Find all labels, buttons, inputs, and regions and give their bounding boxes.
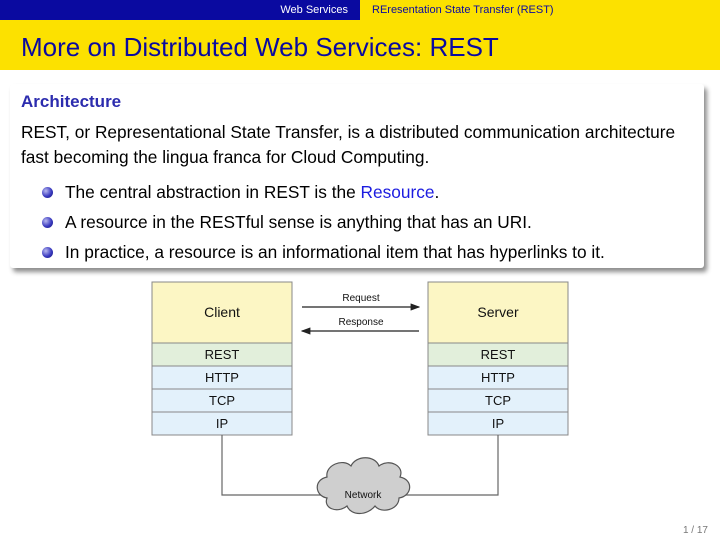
client-box — [151, 281, 293, 344]
nav-subsection-label: REresentation State Transfer (REST) — [372, 4, 554, 16]
server-stack: Server REST HTTP TCP IP — [427, 281, 569, 436]
title-bar: More on Distributed Web Services: REST — [0, 20, 720, 70]
server-layer-ip-label: IP — [492, 416, 504, 431]
bullet-highlight: Resource — [360, 182, 435, 202]
block-body-text: REST, or Representational State Transfer… — [21, 122, 676, 167]
bullet-item: The central abstraction in REST is the R… — [42, 177, 692, 207]
bullet-dot-icon — [42, 217, 53, 228]
request-label: Request — [342, 293, 379, 304]
client-layer-rest-label: REST — [205, 347, 240, 362]
client-stack: Client REST HTTP TCP IP — [151, 281, 293, 436]
network-label: Network — [345, 490, 383, 501]
response-label: Response — [338, 317, 383, 328]
bullet-dot-icon — [42, 247, 53, 258]
client-layer-tcp-label: TCP — [209, 393, 235, 408]
bullet-text: In practice, a resource is an informatio… — [65, 242, 605, 262]
bullet-list: The central abstraction in REST is the R… — [42, 177, 692, 267]
server-box — [427, 281, 569, 344]
bullet-text: The central abstraction in REST is the — [65, 182, 361, 202]
server-label: Server — [477, 304, 519, 320]
bullet-item: A resource in the RESTful sense is anyth… — [42, 207, 692, 237]
block-title: Architecture — [21, 92, 122, 111]
client-layer-http-label: HTTP — [205, 370, 239, 385]
server-layer-tcp-label: TCP — [485, 393, 511, 408]
bullet-dot-icon — [42, 187, 53, 198]
bullet-item: In practice, a resource is an informatio… — [42, 237, 692, 267]
nav-section-label: Web Services — [280, 4, 348, 16]
nav-section-web-services[interactable]: Web Services — [0, 0, 360, 20]
top-navigation-bar: Web Services REresentation State Transfe… — [0, 0, 720, 20]
client-layer-ip-label: IP — [216, 416, 228, 431]
nav-subsection-rest[interactable]: REresentation State Transfer (REST) — [360, 0, 720, 20]
bullet-text-end: . — [434, 182, 440, 202]
slide-title: More on Distributed Web Services: REST — [21, 32, 499, 62]
architecture-block: Architecture REST, or Representational S… — [10, 84, 704, 268]
bullet-text: A resource in the RESTful sense is anyth… — [65, 212, 532, 232]
rest-architecture-diagram: Client REST HTTP TCP IP Server REST HTTP… — [151, 281, 569, 515]
page-number: 1 / 17 — [682, 525, 708, 536]
client-network-link — [221, 435, 322, 496]
client-label: Client — [204, 304, 240, 320]
network-cloud-icon — [316, 457, 411, 515]
server-network-link — [399, 435, 499, 496]
server-layer-http-label: HTTP — [481, 370, 515, 385]
server-layer-rest-label: REST — [481, 347, 516, 362]
